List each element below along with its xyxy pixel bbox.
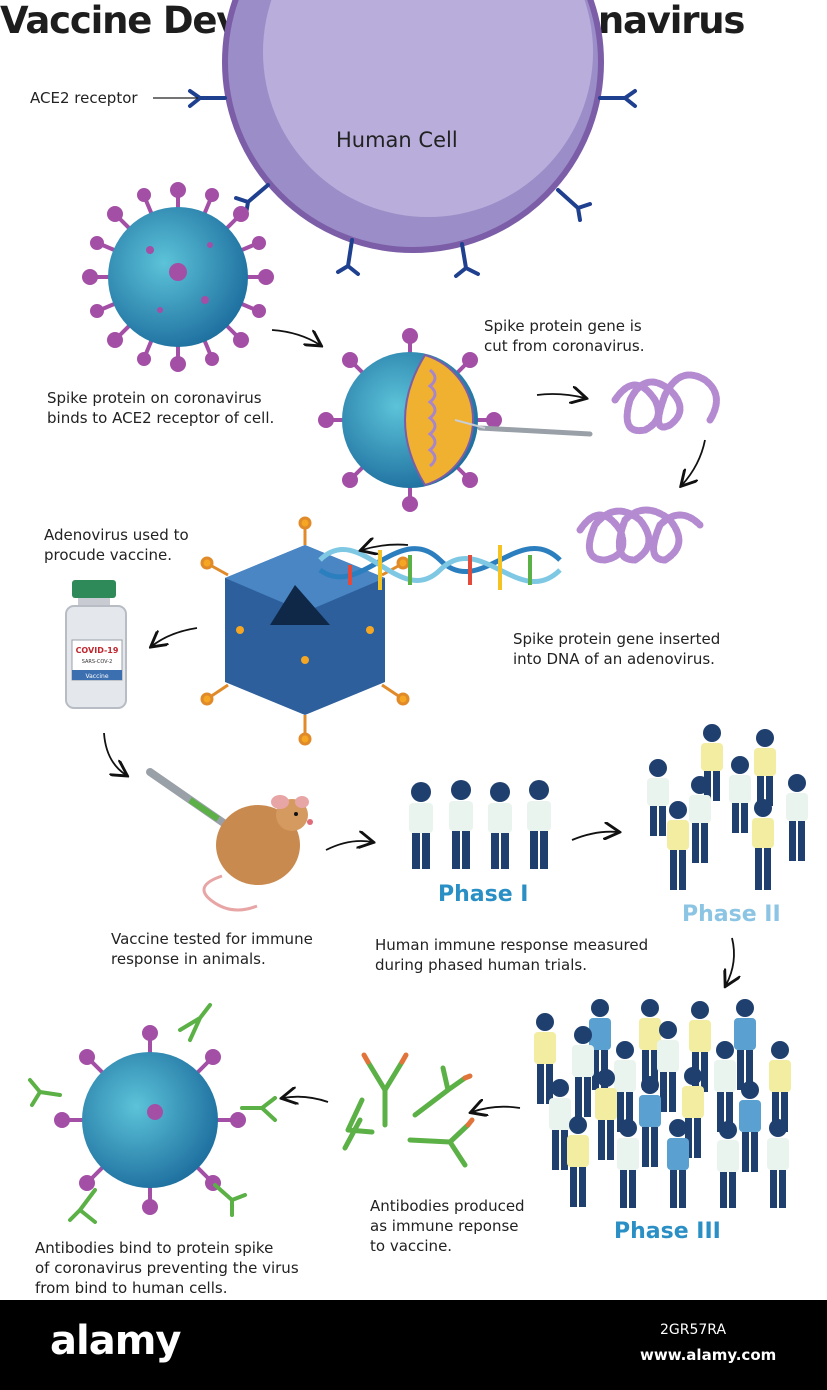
vaccine-vial <box>65 580 127 709</box>
arrow-3 <box>682 439 706 485</box>
arrow-11 <box>283 1097 329 1102</box>
vial-label-line1: COVID-19 <box>76 646 119 655</box>
human-cell-label: Human Cell <box>336 128 458 152</box>
stock-id: 2GR57RA <box>660 1322 727 1338</box>
person-figure <box>449 780 473 869</box>
arrow-9 <box>726 937 734 985</box>
person-figure <box>527 780 551 869</box>
phase-2-label: Phase II <box>682 902 781 927</box>
coronavirus-1 <box>82 182 274 372</box>
arrow-8 <box>571 832 618 840</box>
phase2-group <box>647 724 808 890</box>
footer-bar <box>0 1300 827 1390</box>
person-figure <box>488 782 512 869</box>
arrow-7 <box>325 841 372 851</box>
phase-3-label: Phase III <box>614 1219 721 1244</box>
spike-gene-coil <box>611 371 720 435</box>
vial-label-line3: Vaccine <box>85 673 108 680</box>
arrow-1 <box>271 329 320 345</box>
coronavirus-cut <box>318 328 593 512</box>
brand-logo: alamy <box>50 1318 181 1364</box>
lab-rat <box>202 795 313 912</box>
spike-gene-coil-2 <box>576 506 704 564</box>
arrow-2 <box>536 394 585 398</box>
arrow-6 <box>103 732 126 775</box>
person-figure <box>409 782 433 869</box>
human-cell <box>222 0 604 253</box>
diagram-canvas: COVID-19 SARS-COV-2 Vaccine <box>28 0 808 1224</box>
step-4-label: Spike protein gene inserted into DNA of … <box>513 630 721 668</box>
adenovirus <box>200 516 410 746</box>
phase1-group <box>409 780 551 869</box>
phase3-group <box>534 999 791 1208</box>
ace2-receptor-label: ACE2 receptor <box>30 89 138 107</box>
step-6-label: Human immune response measured during ph… <box>375 936 649 974</box>
step-7-label: Antibodies produced as immune reponse to… <box>370 1197 525 1255</box>
coronavirus-neutralized <box>28 1003 277 1224</box>
step-3-label: Adenovirus used to procude vaccine. <box>44 526 189 564</box>
dna-helix <box>318 545 562 590</box>
antibodies-free <box>342 1052 475 1168</box>
arrow-4 <box>362 545 409 550</box>
site-url: www.alamy.com <box>640 1346 777 1364</box>
phase-1-label: Phase I <box>438 882 529 907</box>
ace2-receptors <box>188 89 637 278</box>
arrow-10 <box>472 1107 521 1112</box>
step-1-label: Spike protein on coronavirus binds to AC… <box>47 389 275 427</box>
step-5-label: Vaccine tested for immune response in an… <box>111 930 313 968</box>
step-8-label: Antibodies bind to protein spike of coro… <box>35 1239 299 1297</box>
step-2-label: Spike protein gene is cut from coronavir… <box>484 317 645 355</box>
flow-arrows <box>103 329 734 1112</box>
arrow-5 <box>152 627 198 646</box>
vial-label-line2: SARS-COV-2 <box>82 659 113 665</box>
